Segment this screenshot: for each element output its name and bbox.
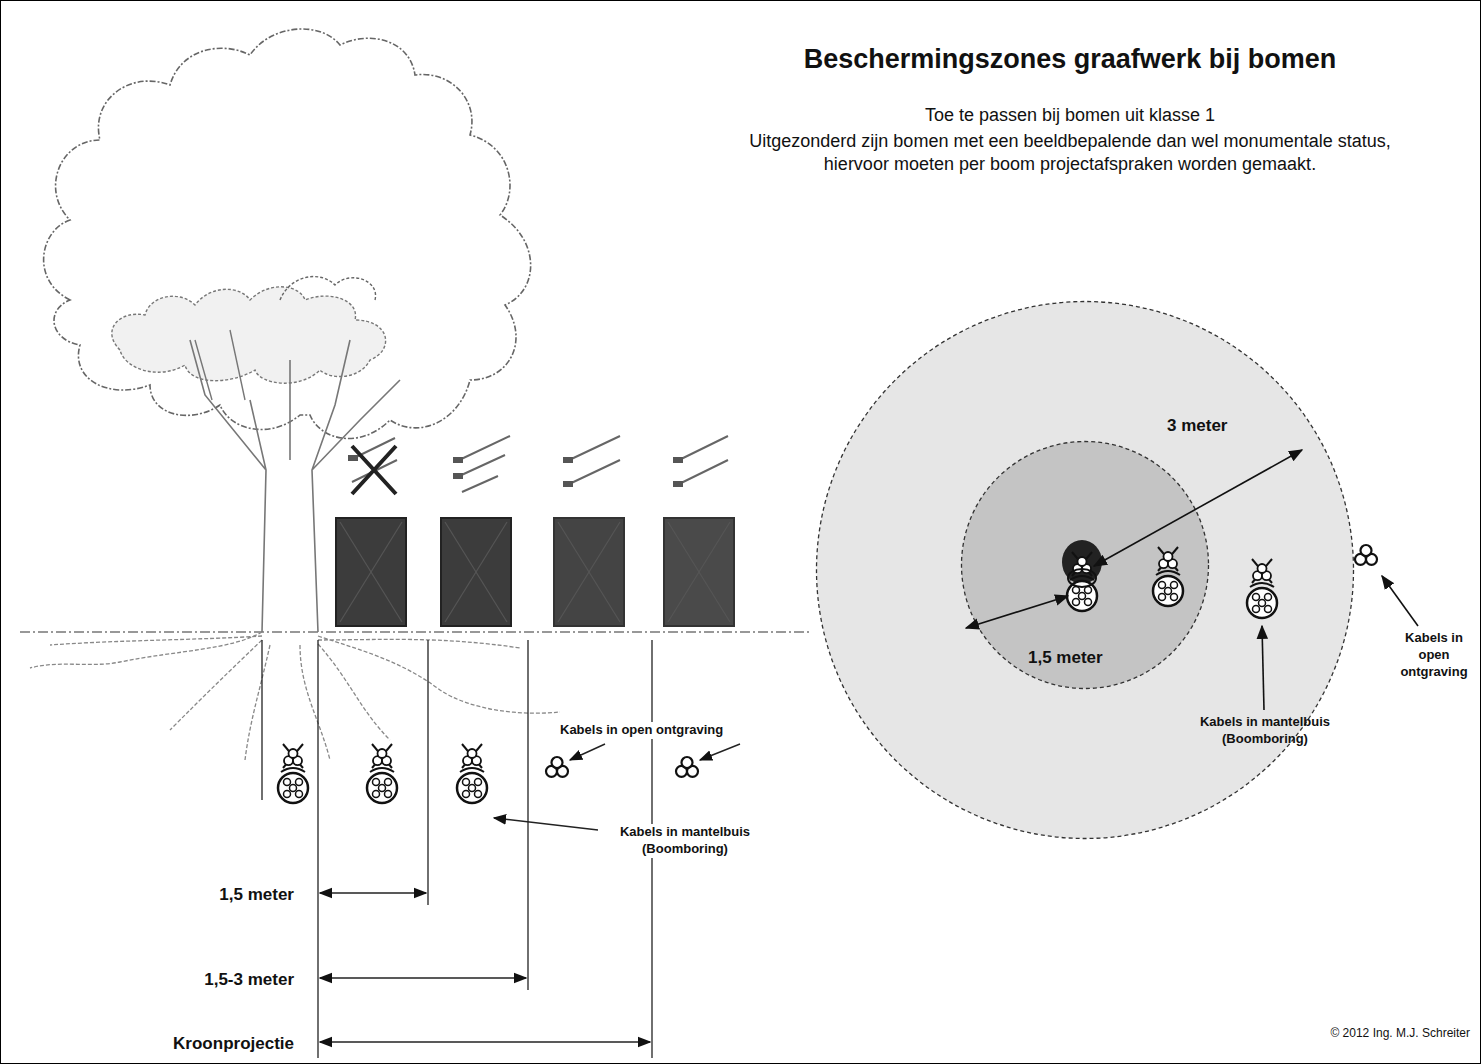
cable-label: Kabels in mantelbuis (Boomboring) (600, 824, 770, 858)
diagram-title: Beschermingszones graafwerk bij bomen (700, 44, 1440, 75)
exception-note: Uitgezonderd zijn bomen met een beeldbep… (720, 130, 1420, 177)
zone-distance: 1,5 meter (1028, 648, 1103, 668)
copyright-note: © 2012 Ing. M.J. Schreiter (1250, 1026, 1470, 1042)
dimension-label: 1,5-3 meter (100, 969, 294, 991)
scope-note: Toe te passen bij bomen uit klasse 1 (700, 104, 1440, 127)
dimension-label: 1,5 meter (120, 884, 294, 906)
dimension-label: Kroonprojectie (80, 1033, 294, 1055)
cable-label: Kabels in open ontgraving (1390, 630, 1478, 681)
zone-distance: 3 meter (1167, 416, 1227, 436)
cable-label: Kabels in open ontgraving (560, 722, 820, 739)
cable-label: Kabels in mantelbuis (Boomboring) (1195, 714, 1335, 748)
